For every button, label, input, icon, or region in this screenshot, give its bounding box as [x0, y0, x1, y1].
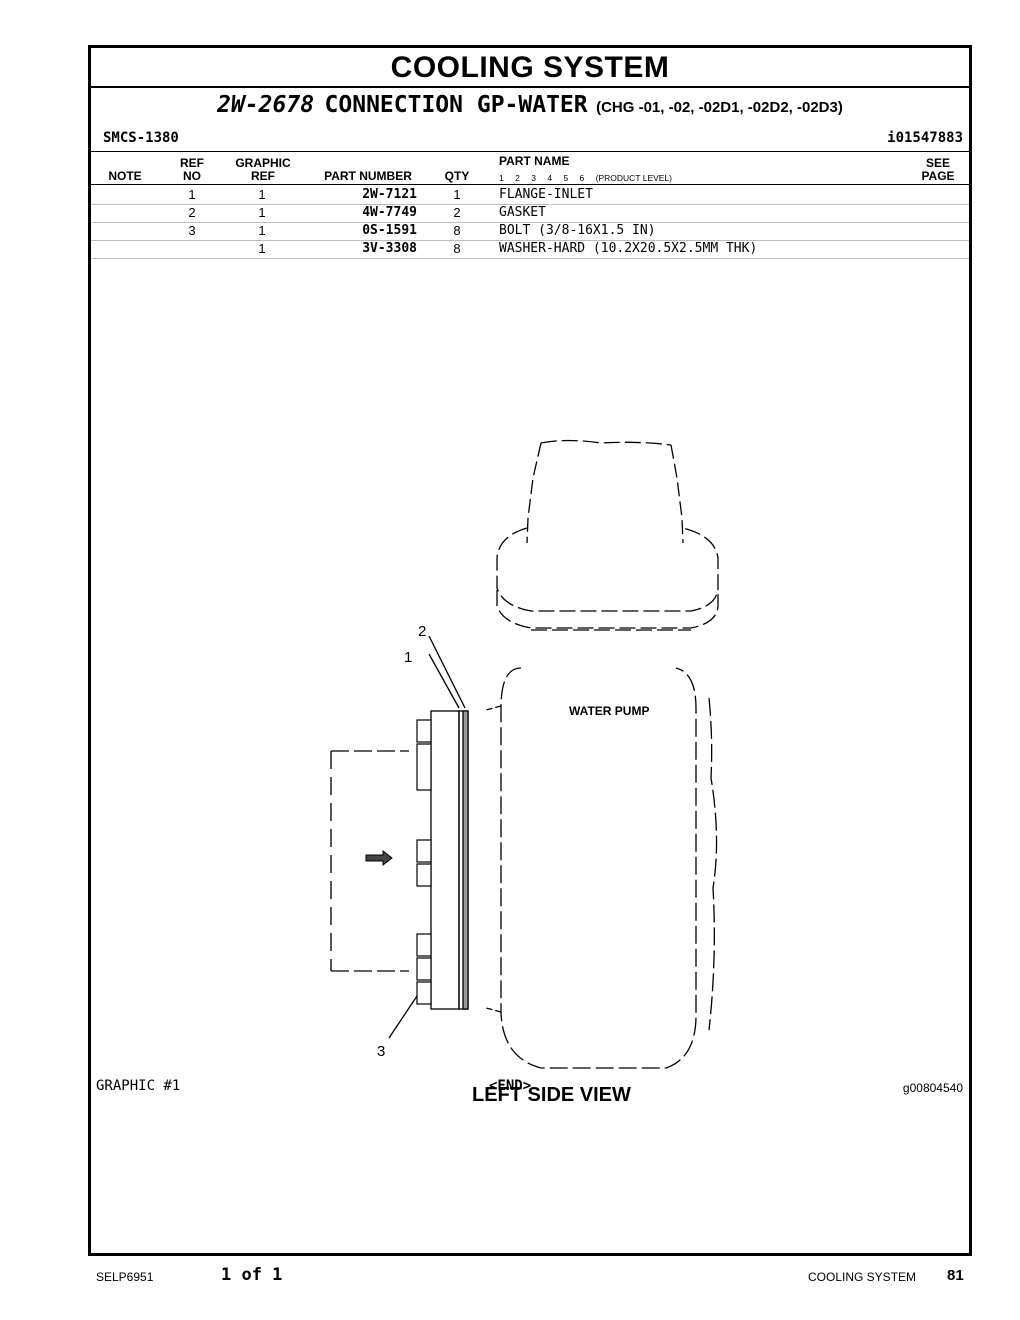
- part-name: FLANGE-INLET: [499, 187, 593, 202]
- pump-body-outline-right: [708, 697, 718, 1031]
- table-row: 1 3V-3308 8 WASHER-HARD (10.2X20.5X2.5MM TH…: [91, 240, 969, 259]
- header-divider: [91, 151, 969, 152]
- end-marker: <END>: [489, 1078, 532, 1094]
- pump-ring-lower: [496, 590, 719, 629]
- level-6: 6: [579, 173, 585, 183]
- callout-1: 1: [404, 649, 412, 666]
- bolt-head: [416, 933, 432, 957]
- document-identifier: i01547883: [887, 130, 963, 146]
- col-ref-bottom: NO: [183, 169, 201, 183]
- group-number: 2W-2678: [217, 92, 315, 118]
- page-frame: COOLING SYSTEM 2W-2678 CONNECTION GP-WAT…: [88, 45, 972, 1256]
- callout-3-leader: [388, 995, 418, 1039]
- graphic-ref: 1: [258, 205, 266, 220]
- group-name: CONNECTION GP-WATER: [324, 92, 588, 118]
- level-5: 5: [563, 173, 569, 183]
- quantity: 2: [453, 205, 461, 220]
- part-name: BOLT (3/8-16X1.5 IN): [499, 223, 656, 238]
- bolt-head: [416, 863, 432, 887]
- col-part-number: PART NUMBER: [324, 169, 412, 183]
- pump-body: [500, 667, 697, 1069]
- level-2: 2: [515, 173, 520, 183]
- graphic-label: GRAPHIC #1: [96, 1078, 181, 1094]
- part-number: 4W-7749: [362, 205, 417, 220]
- pump-neck-top: [485, 705, 502, 711]
- col-graphic-top: GRAPHIC: [235, 156, 291, 170]
- graphic-ref: 1: [258, 223, 266, 238]
- smcs-code: SMCS-1380: [103, 130, 179, 146]
- bolt-head: [416, 743, 432, 791]
- col-see-bottom: PAGE: [921, 169, 955, 183]
- footer-section: COOLING SYSTEM: [808, 1270, 917, 1284]
- title-bar: COOLING SYSTEM: [91, 48, 969, 88]
- change-levels: (CHG -01, -02, -02D1, -02D2, -02D3): [596, 99, 843, 116]
- col-see-top: SEE: [925, 156, 950, 170]
- ref-number: 2: [188, 205, 196, 220]
- part-name: WASHER-HARD (10.2X20.5X2.5MM THK): [499, 241, 758, 256]
- pump-neck-bottom: [485, 1007, 502, 1013]
- part-number: 3V-3308: [362, 241, 417, 256]
- group-heading: 2W-2678 CONNECTION GP-WATER (CHG -01, -0…: [91, 92, 969, 118]
- view-label: LEFT SIDE VIEW: [472, 1084, 631, 1106]
- quantity: 8: [453, 241, 461, 256]
- bolt-head: [416, 839, 432, 863]
- part-name: GASKET: [499, 205, 546, 220]
- pump-cap-right: [670, 444, 684, 544]
- column-header-divider: [91, 184, 969, 185]
- flow-arrow-icon: [365, 849, 393, 867]
- gasket-plate-inner: [462, 710, 469, 1010]
- col-graphic-bottom: REF: [251, 169, 275, 183]
- footer-page-number: 81: [947, 1267, 964, 1284]
- callout-1-leader: [428, 653, 460, 709]
- level-1: 1: [499, 173, 504, 183]
- pump-cap-left: [526, 442, 542, 544]
- callout-3: 3: [377, 1043, 385, 1060]
- level-3: 3: [531, 173, 536, 183]
- col-ref-top: REF: [180, 156, 204, 170]
- graphic-ref: 1: [258, 187, 266, 202]
- graphic-ref: 1: [258, 241, 266, 256]
- col-qty: QTY: [444, 169, 470, 183]
- page-title: COOLING SYSTEM: [390, 51, 670, 84]
- water-pump-label: WATER PUMP: [569, 704, 649, 718]
- ref-number: 1: [188, 187, 196, 202]
- col-part-name: PART NAME: [499, 154, 570, 168]
- table-row: 1 1 2W-7121 1 FLANGE-INLET: [91, 186, 969, 205]
- quantity: 8: [453, 223, 461, 238]
- ref-number: 3: [188, 223, 196, 238]
- footer-page-count: 1 of 1: [221, 1265, 283, 1285]
- level-4: 4: [547, 173, 553, 183]
- part-number: 0S-1591: [362, 223, 417, 238]
- callout-2: 2: [418, 623, 426, 640]
- bolt-head: [416, 957, 432, 981]
- flange-plate: [430, 710, 460, 1010]
- graphic-id: g00804540: [902, 1081, 963, 1095]
- bolt-head: [416, 719, 432, 743]
- table-row: 2 1 4W-7749 2 GASKET: [91, 204, 969, 223]
- pump-ring-upper: [496, 527, 719, 612]
- parts-drawing: 2 1 3 WATER PUMP LEFT SIDE VIEW: [330, 439, 719, 1106]
- product-level-label: (PRODUCT LEVEL): [595, 173, 673, 183]
- col-note: NOTE: [108, 169, 142, 183]
- bolt-head: [416, 981, 432, 1005]
- part-number: 2W-7121: [362, 187, 417, 202]
- product-levels: 1 2 3 4 5 6 (PRODUCT LEVEL): [499, 173, 681, 183]
- pump-cap-top: [540, 439, 672, 446]
- callout-2-leader: [428, 635, 466, 709]
- footer-doc-id: SELP6951: [96, 1270, 154, 1284]
- table-row: 3 1 0S-1591 8 BOLT (3/8-16X1.5 IN): [91, 222, 969, 241]
- quantity: 1: [453, 187, 461, 202]
